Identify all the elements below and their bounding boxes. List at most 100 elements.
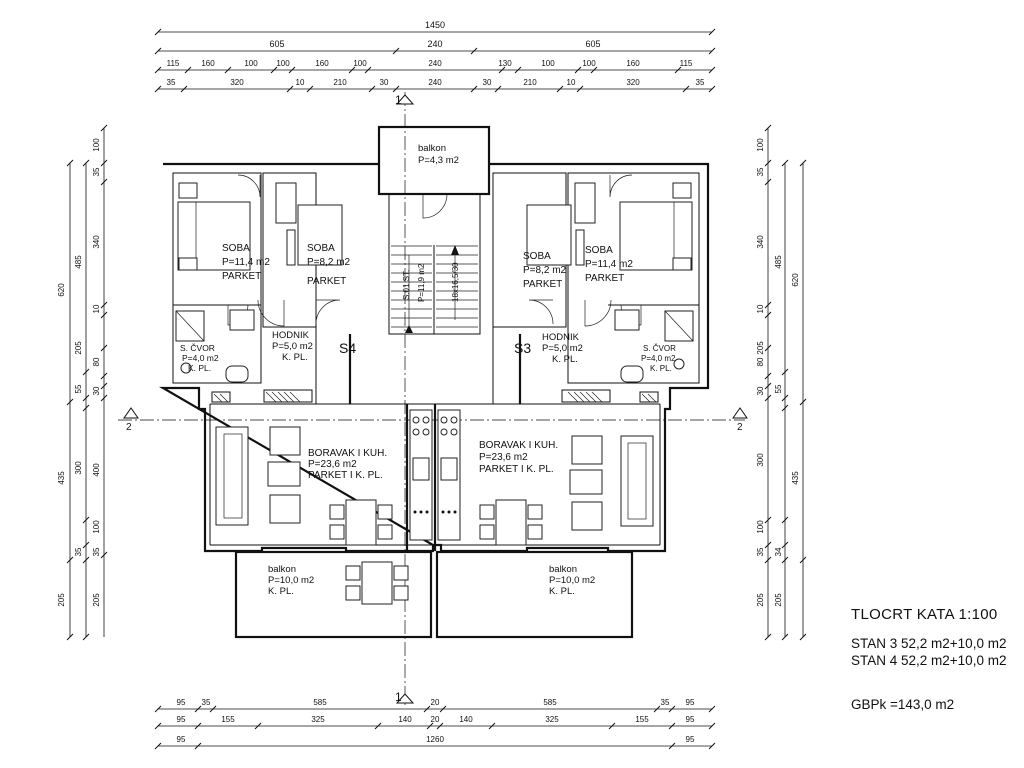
washbasin-icon	[673, 358, 685, 370]
dimension-tick	[66, 159, 74, 167]
dimension-tick	[100, 301, 108, 309]
left-dimension-chains: 620 435 205 485 205 55 300 400 100 205 1…	[57, 124, 108, 641]
plan-title: TLOCRT KATA 1:100	[851, 606, 998, 623]
top-dim: 35	[696, 78, 705, 87]
dimension-tick	[764, 541, 772, 549]
walls	[158, 125, 710, 639]
staircase	[391, 245, 478, 334]
dimension-tick	[799, 633, 807, 641]
dimension-tick	[154, 66, 162, 74]
dimension-tick	[348, 66, 356, 74]
dimension-tick	[708, 85, 716, 93]
armchair-icon	[571, 435, 603, 465]
left-dim: 485	[74, 255, 83, 269]
top-dim: 100	[353, 59, 367, 68]
stove-burner-icon	[440, 416, 448, 424]
dimension-tick	[82, 394, 90, 402]
top-dim: 160	[626, 59, 640, 68]
bottom-dim: 585	[543, 698, 557, 707]
right-dim: 100	[756, 138, 765, 152]
left-dim: 620	[57, 283, 66, 297]
left-dim: 30	[92, 386, 101, 395]
dimension-tick	[154, 722, 162, 730]
stove-burner-icon	[412, 416, 420, 424]
stove-burner-icon	[422, 416, 430, 424]
top-dim: 240	[428, 59, 442, 68]
bottom-dim: 95	[686, 735, 695, 744]
toilet-icon	[225, 365, 249, 383]
top-dim: 210	[333, 78, 347, 87]
dimension-tick	[682, 85, 690, 93]
section-marker-arrow	[732, 407, 748, 419]
dimension-tick	[100, 382, 108, 390]
room-area: P=5,0 m2	[542, 343, 583, 354]
dimension-tick	[100, 372, 108, 380]
stair-label: 18x16,5/30	[451, 262, 460, 302]
top-dimension-chains: 1450 605 240 605 115 160 100 100 160 100…	[154, 20, 716, 93]
room-area: P=5,0 m2	[272, 341, 313, 352]
top-dim-total: 1450	[425, 20, 445, 30]
dimension-tick	[154, 742, 162, 750]
dimension-tick	[764, 382, 772, 390]
dimension-tick	[668, 705, 676, 713]
dimension-tick	[154, 47, 162, 55]
stair-label: P=11,9 m2	[417, 263, 426, 302]
sink-icon	[229, 309, 255, 331]
chair-icon	[479, 504, 495, 520]
bottom-dim: 155	[635, 715, 649, 724]
top-dim: 320	[230, 78, 244, 87]
room-name: balkon	[268, 564, 296, 575]
room-floor: K. PL.	[268, 586, 294, 597]
dimension-tick	[608, 722, 616, 730]
room-floor: PARKET	[585, 273, 624, 284]
bottom-dim: 35	[661, 698, 670, 707]
wardrobe-icon	[574, 182, 596, 224]
kitchen-sink-icon	[412, 457, 430, 481]
chair-icon	[527, 524, 543, 540]
top-dim: 605	[585, 39, 600, 49]
right-dim: 205	[774, 593, 783, 607]
top-dim: 160	[201, 59, 215, 68]
dimension-tick	[180, 85, 188, 93]
bottom-dim: 585	[313, 698, 327, 707]
bottom-dim: 95	[686, 698, 695, 707]
dimension-tick	[764, 556, 772, 564]
dimension-tick	[66, 633, 74, 641]
room-name: HODNIK	[272, 330, 310, 341]
stove-burner-icon	[422, 428, 430, 436]
dimension-tick	[668, 742, 676, 750]
dimension-tick	[799, 159, 807, 167]
dimension-tick	[423, 705, 431, 713]
stan-3-summary: STAN 3 52,2 m2+10,0 m2	[851, 636, 1007, 651]
right-dim: 100	[756, 520, 765, 534]
room-area: P=10,0 m2	[549, 575, 595, 586]
dimension-tick	[764, 633, 772, 641]
dimension-tick	[100, 344, 108, 352]
section-mark: 1	[395, 690, 402, 704]
left-dim: 10	[92, 304, 101, 313]
stair-label: S.01 ST.	[402, 270, 411, 300]
dimension-tick	[708, 722, 716, 730]
left-dim: 300	[74, 461, 83, 475]
left-dim: 35	[74, 547, 83, 556]
room-name: BORAVAK I KUH.	[308, 448, 387, 459]
room-name: balkon	[549, 564, 577, 575]
dimension-tick	[764, 124, 772, 132]
dimension-tick	[781, 404, 789, 412]
dimension-tick	[184, 66, 192, 74]
top-dim: 100	[244, 59, 258, 68]
wardrobe-icon	[575, 229, 585, 266]
room-area: P=8,2 m2	[523, 265, 567, 276]
top-dim: 35	[167, 78, 176, 87]
top-dim: 210	[523, 78, 537, 87]
chair-icon	[345, 565, 361, 581]
dimension-tick	[154, 28, 162, 36]
room-name: BORAVAK I KUH.	[479, 440, 558, 451]
chair-icon	[345, 585, 361, 601]
dimension-tick	[764, 301, 772, 309]
dimension-tick	[488, 722, 496, 730]
room-area: P=4,3 m2	[418, 155, 459, 166]
room-floor: PARKET	[307, 276, 346, 287]
dimension-tick	[668, 722, 676, 730]
section-mark: 2	[737, 422, 743, 433]
